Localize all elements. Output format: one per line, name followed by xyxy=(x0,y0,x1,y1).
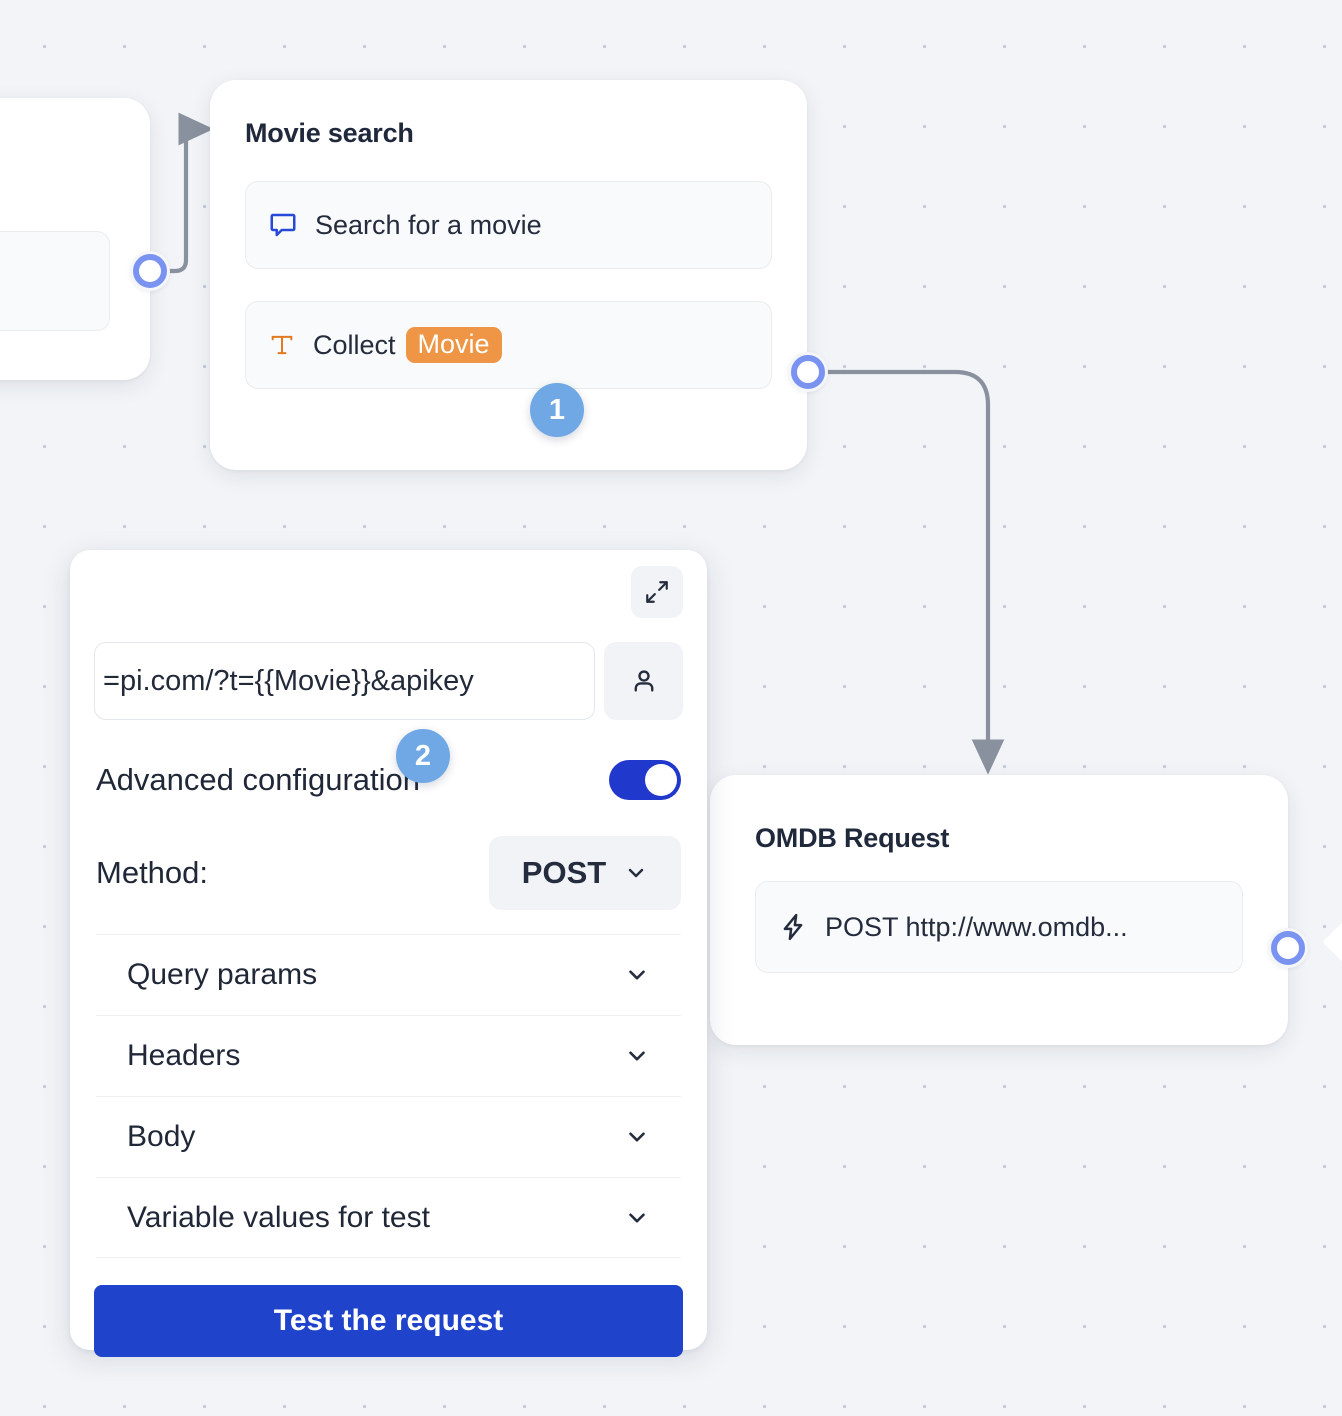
test-the-request-button[interactable]: Test the request xyxy=(94,1285,683,1357)
node-row-label-collect: Collect Movie xyxy=(313,326,502,364)
start-node-card[interactable] xyxy=(0,98,150,380)
method-select[interactable]: POST xyxy=(489,836,681,910)
node-row-omdb-post-request[interactable]: POST http://www.omdb... xyxy=(755,881,1243,973)
movie-search-node-card[interactable]: Movie search Search for a movie Collect … xyxy=(210,80,807,470)
node-row-label: Search for a movie xyxy=(315,209,542,240)
omdb-request-node-card[interactable]: OMDB Request POST http://www.omdb... xyxy=(710,775,1288,1045)
step-badge-1: 1 xyxy=(530,383,584,437)
url-variable-user-button[interactable] xyxy=(604,642,683,720)
step-badge-2: 2 xyxy=(396,729,450,783)
chevron-down-icon xyxy=(624,1205,650,1231)
chevron-down-icon xyxy=(624,1124,650,1150)
chevron-down-icon xyxy=(624,962,650,988)
node-row-search-for-a-movie[interactable]: Search for a movie xyxy=(245,181,772,269)
chevron-down-icon xyxy=(624,861,648,885)
advanced-configuration-label: Advanced configuration xyxy=(96,762,421,797)
accordion-label: Body xyxy=(127,1120,196,1153)
speech-bubble-icon xyxy=(268,210,298,240)
movie-search-title: Movie search xyxy=(245,118,414,148)
method-label: Method: xyxy=(96,855,209,890)
accordion-item-body[interactable]: Body xyxy=(96,1096,681,1177)
chevron-down-icon xyxy=(624,1043,650,1069)
accordion-item-headers[interactable]: Headers xyxy=(96,1015,681,1096)
accordion-label: Query params xyxy=(127,958,318,991)
movie-search-output-port[interactable] xyxy=(788,352,828,392)
lightning-bolt-icon xyxy=(778,912,808,942)
person-icon xyxy=(629,666,659,696)
request-configuration-panel[interactable]: 2 Advanced configuration Method: POST Qu… xyxy=(70,550,707,1357)
collect-text: Collect xyxy=(313,329,396,360)
accordion-item-variable-values-for-test[interactable]: Variable values for test xyxy=(96,1177,681,1258)
start-node-output-port[interactable] xyxy=(130,251,170,291)
request-url-input[interactable] xyxy=(94,642,595,720)
accordion-item-query-params[interactable]: Query params xyxy=(96,934,681,1015)
expand-panel-button[interactable] xyxy=(631,566,683,618)
node-row-label-omdb: POST http://www.omdb... xyxy=(825,911,1128,942)
node-row-collect-movie[interactable]: Collect Movie xyxy=(245,301,772,389)
variable-chip-movie[interactable]: Movie xyxy=(405,326,502,364)
expand-diagonal-icon xyxy=(644,579,670,605)
request-accordion: Query params Headers Body xyxy=(94,934,683,1258)
omdb-request-title: OMDB Request xyxy=(755,823,950,853)
advanced-configuration-toggle[interactable] xyxy=(609,760,681,800)
start-node-row[interactable] xyxy=(0,231,110,331)
omdb-request-output-port[interactable] xyxy=(1268,928,1308,968)
text-type-icon xyxy=(268,331,296,359)
method-selected-value: POST xyxy=(521,855,607,890)
accordion-label: Headers xyxy=(127,1039,241,1072)
accordion-label: Variable values for test xyxy=(127,1200,430,1234)
